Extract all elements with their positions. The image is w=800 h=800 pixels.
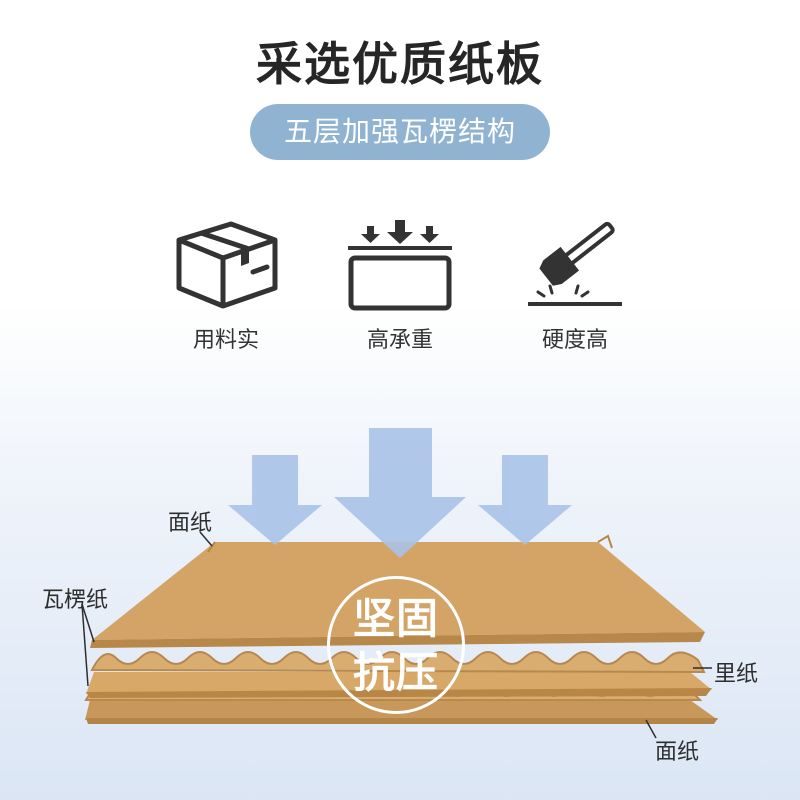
structure-pill: 五层加强瓦楞结构 (250, 104, 550, 160)
right-arrow (478, 455, 572, 545)
strength-badge: 坚固 抗压 (327, 576, 465, 714)
left-arrow (228, 455, 322, 545)
badge-line-2: 抗压 (352, 648, 439, 697)
page-title: 采选优质纸板 (256, 37, 544, 91)
center-arrow (334, 428, 466, 558)
label-top-face: 面纸 (168, 511, 213, 536)
label-bottom-face: 面纸 (655, 740, 700, 765)
cardboard-box-icon (176, 221, 278, 309)
feature-hardness: 硬度高 (505, 218, 645, 358)
feature-label: 用料实 (192, 328, 259, 353)
feature-label: 硬度高 (541, 328, 608, 353)
feature-load: 高承重 (330, 218, 470, 358)
label-corrugated: 瓦楞纸 (42, 588, 109, 613)
feature-material: 用料实 (156, 218, 296, 358)
feature-label: 高承重 (366, 328, 433, 353)
badge-line-1: 坚固 (352, 594, 439, 643)
label-inner: 里纸 (714, 662, 759, 687)
hammer-icon (528, 221, 622, 306)
pressure-arrows-icon (348, 220, 452, 311)
